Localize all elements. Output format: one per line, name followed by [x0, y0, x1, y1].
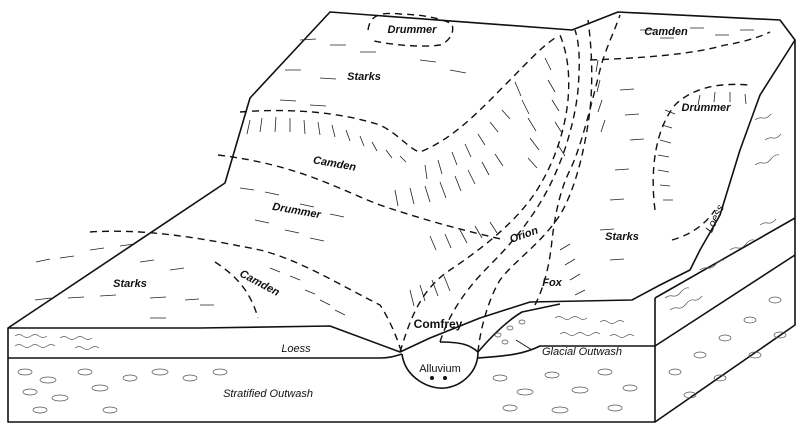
loess-front-boundary	[8, 353, 403, 359]
alluvium-dot	[430, 376, 434, 380]
boundary-drummer-right	[652, 83, 749, 211]
boundary-fox-starks	[534, 14, 621, 306]
slope-hatching	[34, 27, 754, 319]
label-stratified-outwash: Stratified Outwash	[223, 388, 313, 400]
label-comfrey: Comfrey	[414, 317, 463, 331]
side-face-outline	[654, 40, 796, 299]
label-glacial-outwash: Glacial Outwash	[542, 346, 622, 358]
label-starks-upper: Starks	[347, 71, 381, 83]
label-starks-right: Starks	[605, 231, 639, 243]
label-alluvium: Alluvium	[419, 363, 461, 375]
glacial-outwash-leader	[515, 339, 533, 351]
label-camden-mid: Camden	[312, 154, 357, 173]
glacial-outwash-patch	[477, 303, 561, 353]
boundary-drummer-top	[367, 12, 454, 47]
boundary-camden-right	[589, 31, 771, 61]
front-face-outline	[7, 298, 656, 423]
boundary-starks-upper-camden	[239, 37, 556, 153]
loess-side-boundary	[654, 254, 796, 347]
boundary-comfrey-right	[477, 19, 593, 353]
boundary-drummer-starks-left	[89, 230, 403, 355]
side-face-bottom	[654, 218, 796, 423]
alluvium-dot	[443, 376, 447, 380]
label-drummer-right: Drummer	[682, 102, 732, 114]
label-loess-side: Loess	[704, 202, 727, 234]
boundary-camden-drummer	[217, 154, 506, 241]
label-camden-top-right: Camden	[644, 26, 688, 38]
loess-texture	[14, 113, 782, 350]
label-drummer-top: Drummer	[388, 24, 438, 36]
loess-front-boundary-right	[477, 345, 655, 359]
label-fox: Fox	[542, 277, 562, 289]
label-drummer-mid: Drummer	[271, 201, 322, 221]
label-camden-lower: Camden	[237, 268, 281, 299]
boundary-drummer-right-lower	[671, 209, 716, 241]
landscape-surface-outline	[7, 11, 796, 353]
boundary-valley-left	[399, 34, 570, 353]
label-orion: Orion	[508, 224, 540, 245]
boundary-valley-inner	[439, 29, 580, 343]
boundary-camden-lower	[214, 261, 259, 319]
outwash-texture	[17, 296, 787, 414]
label-loess-front: Loess	[281, 343, 311, 355]
label-starks-left: Starks	[113, 278, 147, 290]
alluvium-lens	[401, 341, 479, 389]
